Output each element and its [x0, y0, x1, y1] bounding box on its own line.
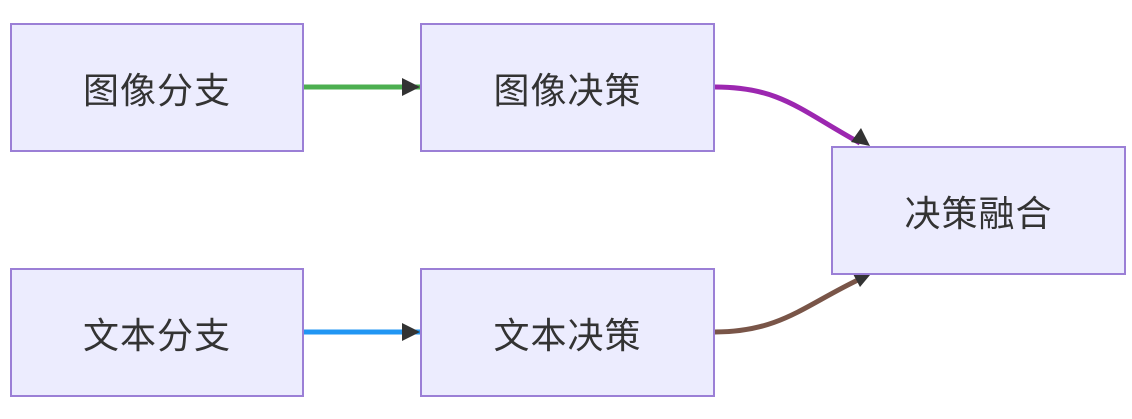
- arrowhead-icon: [402, 78, 420, 96]
- node-label: 文本分支: [82, 315, 231, 357]
- node-label: 图像决策: [493, 70, 642, 112]
- edge-image-decision-to-fusion: [714, 84, 862, 146]
- edge-text-decision-to-fusion: [714, 276, 862, 335]
- node-label: 图像分支: [82, 70, 231, 112]
- arrowhead-icon: [852, 272, 870, 287]
- arrowhead-icon: [851, 128, 870, 146]
- node-decision-fusion: 决策融合: [831, 146, 1126, 275]
- node-label: 文本决策: [493, 315, 642, 357]
- node-image-branch: 图像分支: [10, 23, 304, 152]
- node-image-decision: 图像决策: [420, 23, 715, 152]
- node-text-decision: 文本决策: [420, 268, 715, 397]
- node-label: 决策融合: [904, 193, 1053, 235]
- arrowhead-icon: [402, 323, 420, 341]
- node-text-branch: 文本分支: [10, 268, 304, 397]
